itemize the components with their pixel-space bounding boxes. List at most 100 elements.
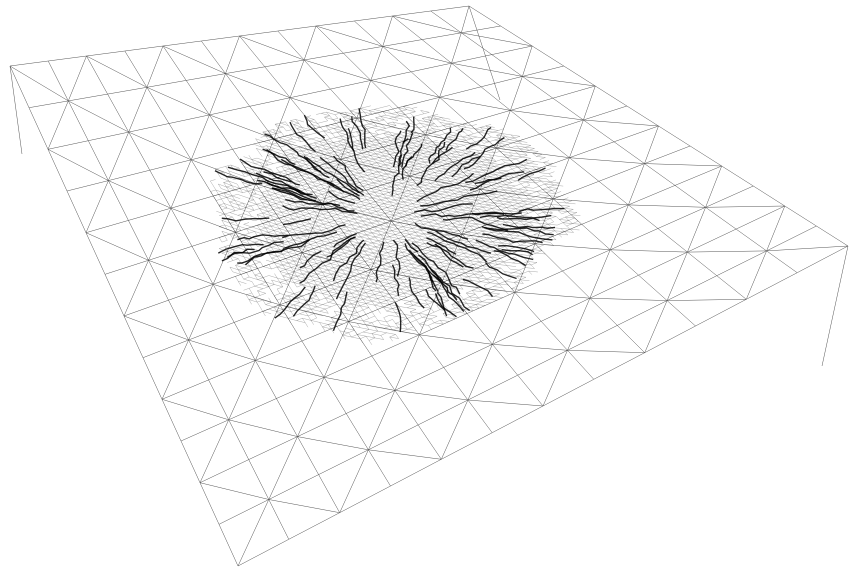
fine-mesh-edge (396, 183, 402, 186)
mesh-edge (461, 25, 501, 34)
fine-mesh-edge (350, 110, 354, 115)
fine-mesh-edge (311, 284, 317, 288)
fine-mesh-edge (407, 212, 414, 216)
fine-mesh-edge (312, 227, 316, 233)
fine-mesh-edge (489, 238, 499, 240)
fine-mesh-edge (311, 205, 318, 208)
fine-mesh-edge (342, 267, 348, 271)
fine-mesh-edge (306, 209, 310, 214)
mesh-edge (441, 399, 469, 460)
fine-mesh-edge (307, 250, 317, 254)
fine-mesh-edge (396, 184, 400, 189)
fine-mesh-edge (474, 239, 484, 241)
fine-mesh-edge (305, 116, 310, 121)
fine-mesh-edge (300, 164, 306, 167)
mesh-edge (322, 159, 341, 205)
fine-mesh-edge (433, 162, 439, 165)
fine-mesh-edge (340, 218, 349, 221)
fine-mesh-edge (444, 181, 451, 184)
fine-mesh-edge (462, 243, 473, 246)
fine-mesh-edge (470, 235, 475, 240)
fine-mesh-edge (315, 240, 322, 243)
fine-mesh-edge (335, 137, 344, 140)
fine-mesh-edge (400, 286, 407, 290)
fine-mesh-edge (441, 179, 445, 184)
fine-mesh-edge (379, 279, 386, 282)
fine-mesh-edge (441, 203, 445, 207)
fine-mesh-edge (373, 158, 378, 163)
mesh-edge (264, 59, 305, 68)
fine-mesh-edge (451, 248, 461, 250)
mesh-edge (658, 125, 691, 147)
fine-mesh-edge (416, 319, 420, 325)
fine-mesh-edge (355, 169, 365, 172)
fine-mesh-edge (301, 127, 311, 130)
fine-mesh-edge (415, 160, 425, 163)
fine-mesh-edge (362, 299, 372, 302)
fine-mesh-edge (407, 307, 417, 310)
fine-mesh-edge (409, 290, 419, 293)
fine-mesh-edge (403, 293, 413, 295)
fine-mesh-edge (373, 250, 379, 254)
mesh-edge (562, 249, 611, 272)
fine-mesh-edge (402, 192, 412, 195)
fine-mesh-edge (284, 134, 290, 137)
fine-mesh-edge (413, 247, 423, 250)
fine-mesh-edge (425, 170, 430, 175)
fine-mesh-edge (317, 180, 327, 184)
fine-mesh-edge (333, 257, 337, 262)
fine-mesh-edge (384, 154, 390, 157)
fine-mesh-edge (452, 267, 462, 270)
fine-mesh-edge (340, 135, 344, 140)
fine-mesh-edge (412, 156, 422, 159)
fine-mesh-edge (373, 158, 383, 162)
fine-mesh-edge (329, 230, 336, 233)
fine-mesh-edge (403, 236, 413, 239)
fine-mesh-edge (374, 302, 381, 306)
fine-mesh-edge (381, 173, 387, 176)
fine-mesh-edge (374, 283, 378, 289)
fine-mesh-edge (362, 267, 366, 272)
mesh-edge (85, 220, 129, 233)
fine-mesh-edge (363, 331, 372, 334)
fine-mesh-edge (325, 286, 335, 290)
fine-mesh-edge (394, 190, 403, 193)
fine-mesh-edge (282, 243, 291, 247)
fine-mesh-edge (333, 166, 342, 169)
fine-mesh-edge (362, 184, 369, 187)
fine-mesh-edge (281, 210, 287, 213)
fine-mesh-edge (319, 311, 329, 314)
fine-mesh-edge (411, 226, 418, 229)
fine-mesh-edge (305, 265, 311, 268)
fine-mesh-edge (305, 116, 315, 120)
mesh-edge (86, 55, 148, 88)
mesh-edge (735, 228, 767, 252)
fine-mesh-edge (355, 238, 359, 244)
fine-mesh-edge (374, 192, 378, 197)
fine-mesh-edge (316, 205, 326, 209)
mesh-edge (628, 163, 645, 205)
fine-mesh-edge (364, 178, 371, 181)
fine-mesh-edge (348, 278, 357, 281)
mesh-edge (107, 87, 147, 95)
fine-mesh-edge (221, 188, 230, 192)
fine-mesh-edge (254, 231, 258, 236)
fine-mesh-edge (287, 230, 297, 234)
fine-mesh-edge (278, 126, 284, 129)
fine-mesh-edge (512, 262, 522, 265)
fine-mesh-edge (414, 174, 424, 177)
fine-mesh-edge (349, 228, 355, 231)
fine-mesh-edge (450, 181, 460, 184)
fine-mesh-edge (412, 281, 419, 285)
fine-mesh-edge (424, 300, 434, 302)
fine-mesh-edge (227, 229, 236, 233)
fine-mesh-edge (238, 225, 247, 229)
fine-mesh-edge (310, 252, 317, 256)
mesh-edge (180, 440, 201, 483)
fine-mesh-edge (405, 196, 410, 201)
fine-mesh-edge (377, 228, 384, 232)
fine-mesh-edge (425, 194, 430, 199)
fine-mesh-edge (331, 147, 335, 152)
fine-mesh-edge (417, 154, 422, 159)
fine-mesh-edge (343, 163, 348, 168)
